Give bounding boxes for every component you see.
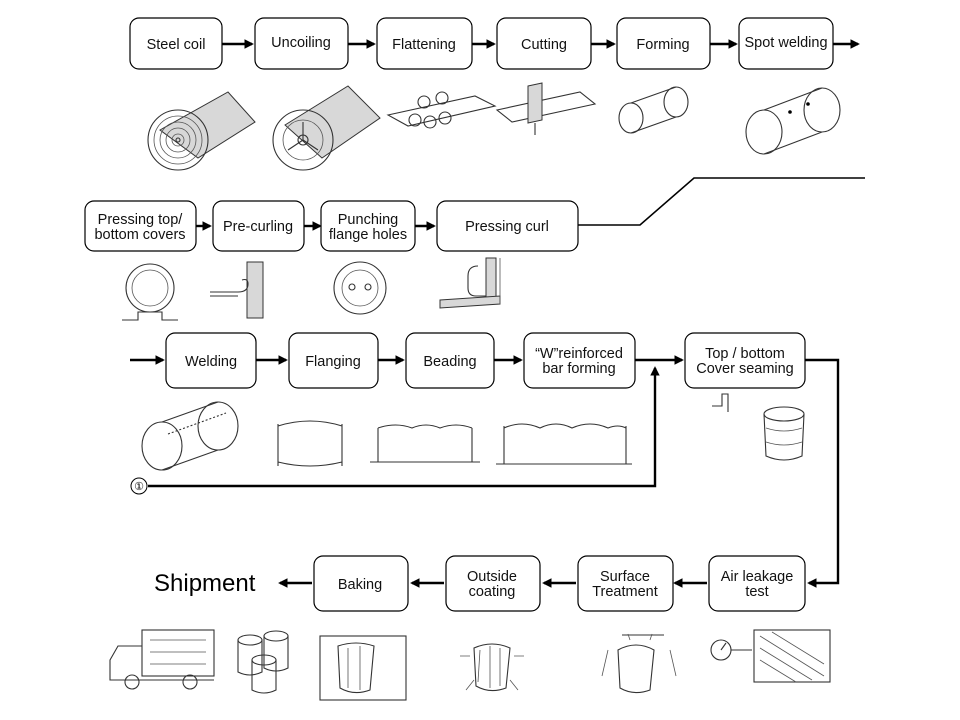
flattening-illustration	[386, 91, 497, 129]
step-flattening-label: Flattening	[392, 37, 456, 53]
shipment-label: Shipment	[154, 570, 256, 597]
label-line: test	[745, 584, 768, 600]
step-pre-curling-label: Pre-curling	[223, 219, 293, 235]
step-cutting: Cutting	[496, 17, 592, 70]
flow-arrows	[130, 39, 865, 588]
label-line: Baking	[338, 577, 382, 593]
baking-illustration	[319, 635, 407, 701]
label-line: Cutting	[521, 37, 567, 53]
branch-marker-label: ①	[134, 481, 144, 493]
label-line: Forming	[636, 37, 689, 53]
step-welding: Welding	[165, 332, 257, 389]
label-line: Cover seaming	[696, 361, 794, 377]
label-line: Pressing curl	[465, 219, 549, 235]
label-line: Spot welding	[744, 35, 827, 51]
beading-illustration	[370, 424, 480, 463]
pre-curling-illustration	[210, 261, 264, 319]
spot-welding-illustration	[745, 87, 841, 155]
label-line: Punching	[338, 212, 398, 228]
cutting-illustration	[495, 82, 597, 135]
arrow-seaming-to-leakage	[805, 358, 840, 588]
label-line: Surface	[600, 569, 650, 585]
step-beading-label: Beading	[423, 354, 476, 370]
label-line: bottom covers	[94, 227, 185, 243]
steel-coil-illustration	[147, 91, 256, 171]
process-boxes: Steel coil Uncoiling Flattening Cutting …	[84, 17, 834, 612]
label-line: Pressing top/	[98, 212, 184, 228]
label-line: Treatment	[592, 584, 658, 600]
arrow-branch-return	[148, 366, 660, 488]
step-spot-welding-label: Spot welding	[744, 35, 827, 51]
step-flanging: Flanging	[288, 332, 379, 389]
step-pressing-curl-label: Pressing curl	[465, 219, 549, 235]
drums-illustration	[237, 630, 289, 694]
step-pressing-covers: Pressing top/bottom covers	[84, 200, 197, 252]
uncoiling-illustration	[272, 85, 381, 171]
step-steel-coil: Steel coil	[129, 17, 223, 70]
step-welding-label: Welding	[185, 354, 237, 370]
truck-illustration	[109, 629, 215, 690]
label-line: Steel coil	[147, 37, 206, 53]
branch-marker: ①	[130, 477, 148, 495]
label-line: Flanging	[305, 354, 361, 370]
label-line: Welding	[185, 354, 237, 370]
label-line: Flattening	[392, 37, 456, 53]
outside-coating-illustration	[460, 643, 524, 692]
label-line: Top / bottom	[705, 346, 785, 362]
welding-illustration	[141, 401, 239, 471]
label-line: Pre-curling	[223, 219, 293, 235]
label-line: “W”reinforced	[535, 346, 623, 362]
illustrations	[109, 82, 841, 701]
step-cutting-label: Cutting	[521, 37, 567, 53]
step-steel-coil-label: Steel coil	[147, 37, 206, 53]
step-pressing-covers-label: Pressing top/bottom covers	[94, 212, 185, 243]
air-leakage-illustration	[710, 629, 831, 683]
line-pressing-curl-to-merge	[578, 177, 865, 226]
step-flanging-label: Flanging	[305, 354, 361, 370]
forming-illustration	[618, 86, 689, 134]
pressing-curl-illustration	[439, 257, 501, 309]
label-line: Outside	[467, 569, 517, 585]
w-bar-illustration	[496, 423, 632, 465]
flanging-illustration	[277, 420, 343, 467]
step-uncoiling: Uncoiling	[254, 17, 349, 70]
step-spot-welding: Spot welding	[738, 17, 834, 70]
label-line: flange holes	[329, 227, 407, 243]
punching-illustration	[333, 261, 387, 315]
step-baking: Baking	[313, 555, 409, 612]
surface-treatment-illustration	[601, 633, 677, 694]
label-line: Uncoiling	[271, 35, 331, 51]
step-baking-label: Baking	[338, 577, 382, 593]
label-line: bar forming	[542, 361, 615, 377]
step-beading: Beading	[405, 332, 495, 389]
label-line: Beading	[423, 354, 476, 370]
step-forming: Forming	[616, 17, 711, 70]
cover-seaming-illustration	[712, 393, 805, 461]
step-forming-label: Forming	[636, 37, 689, 53]
label-line: coating	[469, 584, 516, 600]
step-pre-curling: Pre-curling	[212, 200, 305, 252]
pressing-covers-illustration	[122, 263, 178, 321]
step-uncoiling-label: Uncoiling	[271, 35, 331, 51]
step-flattening: Flattening	[376, 17, 473, 70]
step-pressing-curl: Pressing curl	[436, 200, 579, 252]
label-line: Air leakage	[721, 569, 794, 585]
